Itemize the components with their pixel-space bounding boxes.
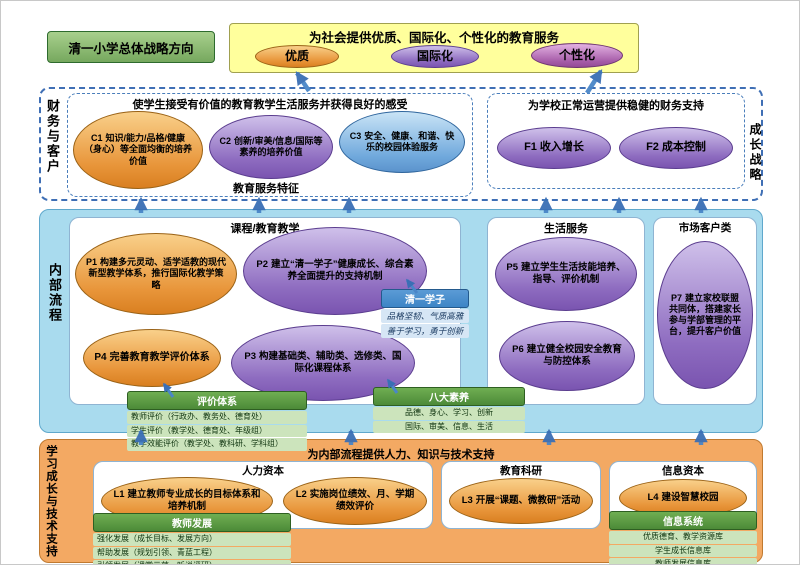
life-service-title: 生活服务: [544, 223, 588, 235]
eight-competencies-title: 八大素养: [373, 387, 525, 406]
curriculum-title: 课程/教育教学: [230, 223, 300, 235]
objective-p4-id: P4: [94, 351, 107, 363]
objective-p1-id: P1: [85, 257, 97, 268]
objective-l3-text: 开展“课题、微教研”活动: [475, 495, 581, 507]
customer-group-title: 使学生接受有价值的教育教学生活服务并获得良好的感受: [132, 99, 408, 111]
value-personalized-label: 个性化: [558, 48, 595, 62]
qingyi-student-title: 清一学子: [381, 289, 469, 308]
objective-f2-id: F2: [646, 141, 659, 154]
customer-group-box: [67, 93, 473, 197]
info-system-line: 学生成长信息库: [609, 544, 757, 557]
objective-f1-id: F1: [524, 141, 537, 154]
objective-l4-id: L4: [647, 492, 659, 504]
objective-l1-id: L1: [113, 489, 125, 501]
finance-group-title: 为学校正常运营提供稳健的财务支持: [528, 100, 704, 112]
competency-line: 品德、身心、学习、创新: [373, 407, 525, 420]
objective-f2-text: 成本控制: [661, 141, 706, 154]
objective-p6-id: P6: [512, 344, 524, 356]
info-system-title: 信息系统: [609, 511, 757, 530]
band-label-learning-growth: 学习成长与技术支持: [45, 445, 57, 558]
objective-f1-text: 收入增长: [539, 141, 584, 154]
objective-l3-id: L3: [461, 495, 473, 507]
qingyi-student-card: 清一学子 品格坚韧、气质高雅 善于学习，勇于创新: [381, 289, 469, 338]
evaluation-system-title: 评价体系: [127, 391, 307, 410]
value-quality-label: 优质: [284, 49, 309, 63]
objective-p6-text: 建立健全校园安全教育与防控体系: [526, 344, 622, 367]
objective-l1-text: 建立教师专业成长的目标体系和培养机制: [127, 489, 261, 512]
info-system-line: 优质德育、教学资源库: [609, 531, 757, 544]
info-system-line: 教师发展信息库: [609, 558, 757, 564]
value-personalized: 个性化: [531, 43, 623, 68]
band-label-finance-customer: 财务与客户: [45, 99, 60, 174]
objective-p2-id: P2: [256, 259, 269, 271]
growth-strategy-label: 成长战略: [748, 123, 762, 183]
qingyi-student-line: 善于学习，勇于创新: [381, 324, 469, 338]
objective-p4-text: 完善教育教学评价体系: [109, 351, 210, 363]
objective-c3-text: 安全、健康、和谐、快乐的校园体验服务: [364, 130, 455, 152]
evaluation-line: 学生评价（教学处、德育处、年级组）: [127, 424, 307, 437]
objective-p7-text: 建立家校联盟共同体，搭建家长参与学部管理的平台，提升客户价值: [668, 292, 741, 337]
objective-c2-id: C2: [219, 135, 231, 146]
objective-p3-text: 构建基础类、辅助类、选修类、国际化课程体系: [259, 351, 402, 374]
customer-caption: 教育服务特征: [233, 183, 299, 195]
objective-c3-id: C3: [349, 130, 362, 141]
band-label-internal-process: 内部流程: [47, 263, 62, 323]
human-capital-title: 人力资本: [242, 465, 284, 477]
objective-l2-id: L2: [295, 489, 307, 501]
objective-p5-text: 建立学生生活技能培养、指导、评价机制: [521, 262, 626, 285]
value-international-label: 国际化: [416, 49, 453, 63]
info-capital-title: 信息资本: [662, 465, 704, 477]
competency-line: 国际、审美、信息、生活: [373, 420, 525, 433]
strategy-direction-box: 清一小学总体战略方向: [47, 31, 215, 63]
teacher-dev-line: 帮助发展（规划引领、青蓝工程）: [93, 546, 291, 559]
objective-c1-text: 知识/能力/品格/健康（身心）等全面均衡的培养价值: [83, 133, 192, 166]
objective-p7-id: P7: [670, 292, 682, 303]
market-title: 市场客户类: [678, 222, 732, 234]
eight-competencies-panel: 八大素养 品德、身心、学习、创新 国际、审美、信息、生活: [373, 387, 525, 433]
objective-p2-text: 建立“清一学子”健康成长、综合素养全面提升的支持机制: [271, 259, 414, 282]
evaluation-line: 教学效能评价（教学处、教科研、学科组）: [127, 438, 307, 451]
teacher-dev-line: 引领发展（课堂示范、听说评研）: [93, 560, 291, 564]
research-title: 教育科研: [500, 465, 542, 477]
objective-p3-id: P3: [244, 351, 257, 363]
objective-l2-text: 实施岗位绩效、月、学期绩效评价: [309, 489, 415, 512]
evaluation-system-panel: 评价体系 教师评价（行政办、教务处、德育处） 学生评价（教学处、德育处、年级组）…: [127, 391, 307, 451]
teacher-development-title: 教师发展: [93, 513, 291, 532]
value-international: 国际化: [391, 45, 479, 68]
objective-p5-id: P5: [506, 262, 519, 274]
info-system-panel: 信息系统 优质德育、教学资源库 学生成长信息库 教师发展信息库: [609, 511, 757, 564]
objective-l4-text: 建设智慧校园: [661, 492, 719, 504]
evaluation-line: 教师评价（行政办、教务处、德育处）: [127, 411, 307, 424]
objective-p1-text: 构建多元灵动、适学适教的现代新型教学体系，推行国际化教学策略: [88, 257, 227, 290]
mission-title: 为社会提供优质、国际化、个性化的教育服务: [308, 31, 559, 45]
teacher-dev-line: 强化发展（成长目标、发展方向）: [93, 533, 291, 546]
objective-c1-id: C1: [90, 133, 103, 144]
learning-band-title: 为内部流程提供人力、知识与技术支持: [307, 449, 495, 461]
finance-group-box: [487, 93, 745, 189]
teacher-development-panel: 教师发展 强化发展（成长目标、发展方向） 帮助发展（规划引领、青蓝工程） 引领发…: [93, 513, 291, 564]
qingyi-student-line: 品格坚韧、气质高雅: [381, 309, 469, 323]
objective-c2-text: 创新/审美/信息/国际等素养的培养价值: [234, 135, 323, 157]
value-quality: 优质: [255, 45, 339, 68]
